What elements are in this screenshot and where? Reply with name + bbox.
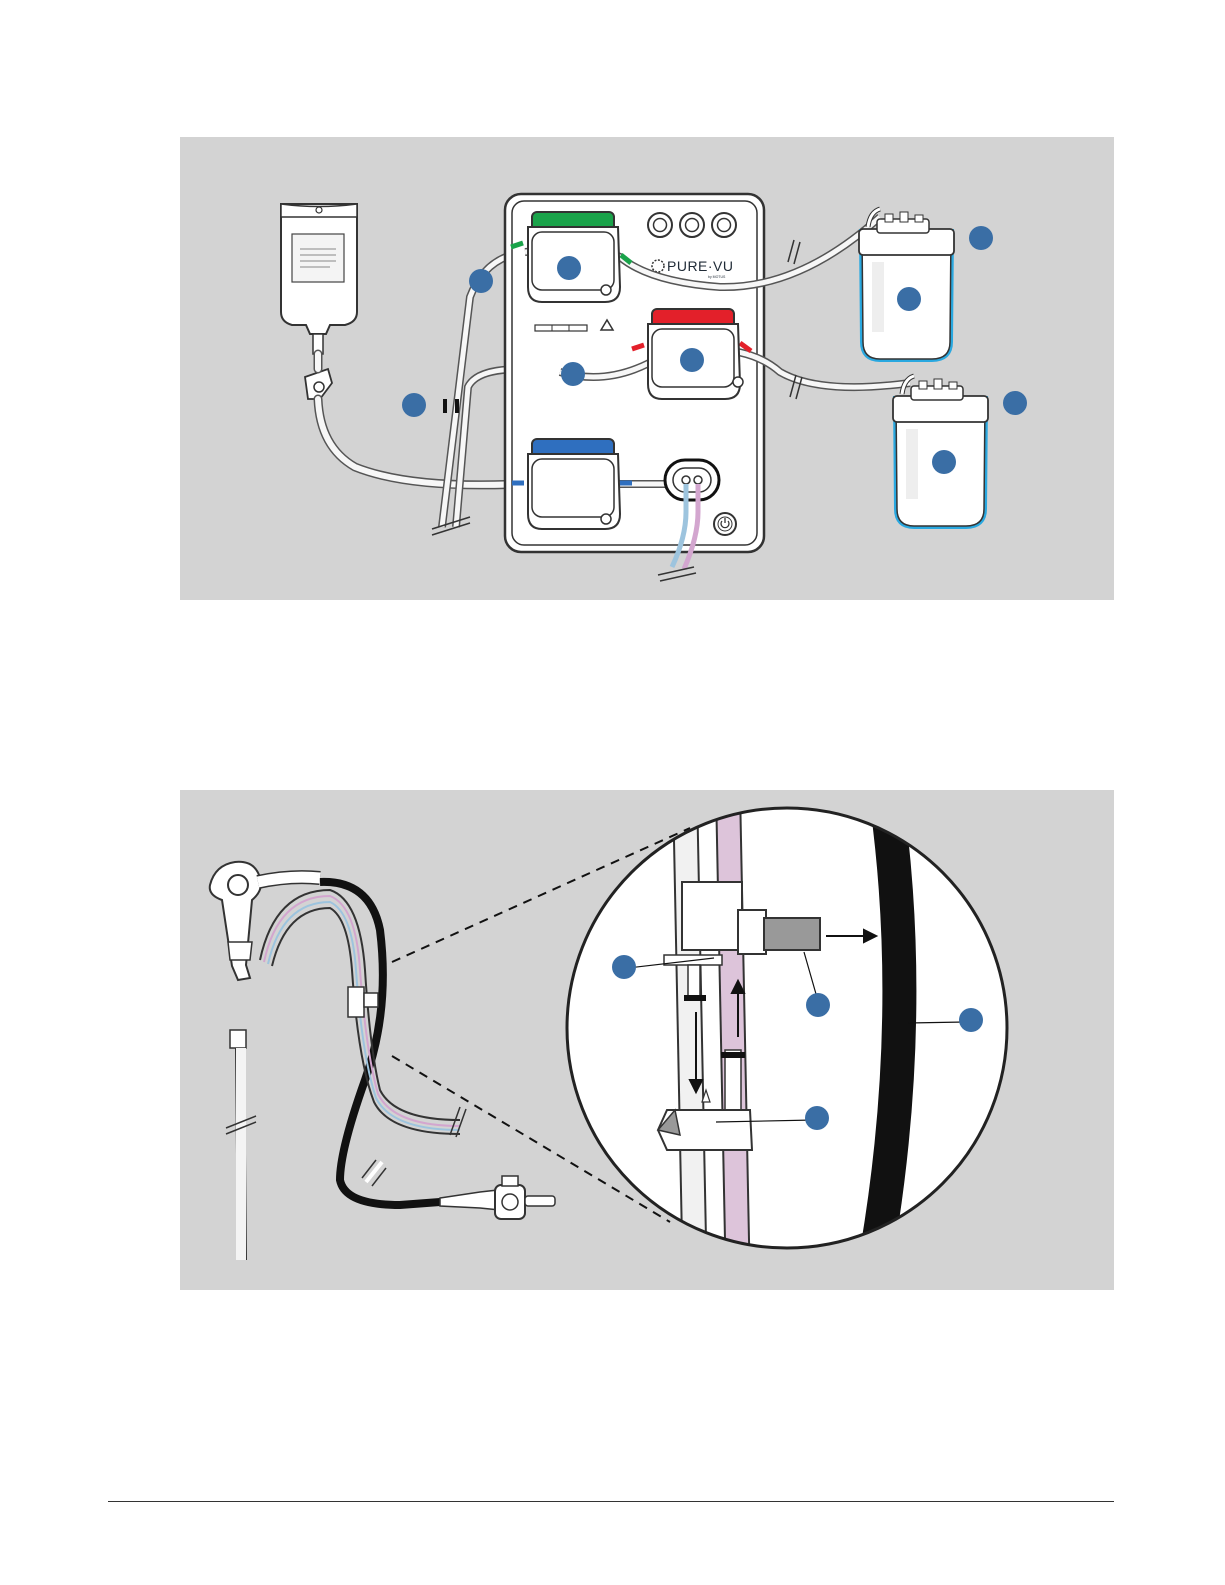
callout-marker bbox=[680, 348, 704, 372]
callout-marker bbox=[561, 362, 585, 386]
callout-marker bbox=[469, 269, 493, 293]
scope-attachment-diagram bbox=[180, 790, 1114, 1290]
scope-connector-tip bbox=[440, 1176, 555, 1219]
callout-marker bbox=[402, 393, 426, 417]
callout-marker bbox=[959, 1008, 983, 1032]
power-button bbox=[714, 513, 736, 535]
callout-marker bbox=[1003, 391, 1027, 415]
pump-setup-figure: PURE·VU by MOTUS bbox=[180, 137, 1114, 600]
callout-marker bbox=[806, 993, 830, 1017]
svg-text:by MOTUS: by MOTUS bbox=[708, 275, 726, 279]
endoscope-handle bbox=[210, 862, 320, 1260]
detail-magnifier bbox=[567, 790, 1007, 1290]
callout-marker bbox=[805, 1106, 829, 1130]
callout-marker bbox=[557, 256, 581, 280]
pump-head-green bbox=[528, 212, 620, 302]
callout-marker bbox=[897, 287, 921, 311]
svg-text:PURE·VU: PURE·VU bbox=[667, 258, 734, 274]
scope-attachment-figure bbox=[180, 790, 1114, 1290]
collection-canister-1 bbox=[859, 209, 954, 359]
footer-divider bbox=[108, 1501, 1114, 1502]
callout-marker bbox=[612, 955, 636, 979]
callout-marker bbox=[932, 450, 956, 474]
callout-marker bbox=[969, 226, 993, 250]
pump-head-blue bbox=[528, 439, 620, 529]
top-ports bbox=[648, 213, 736, 237]
pump-setup-diagram: PURE·VU by MOTUS bbox=[180, 137, 1114, 600]
insertion-tube bbox=[320, 882, 440, 1205]
clip-connector bbox=[348, 987, 378, 1017]
